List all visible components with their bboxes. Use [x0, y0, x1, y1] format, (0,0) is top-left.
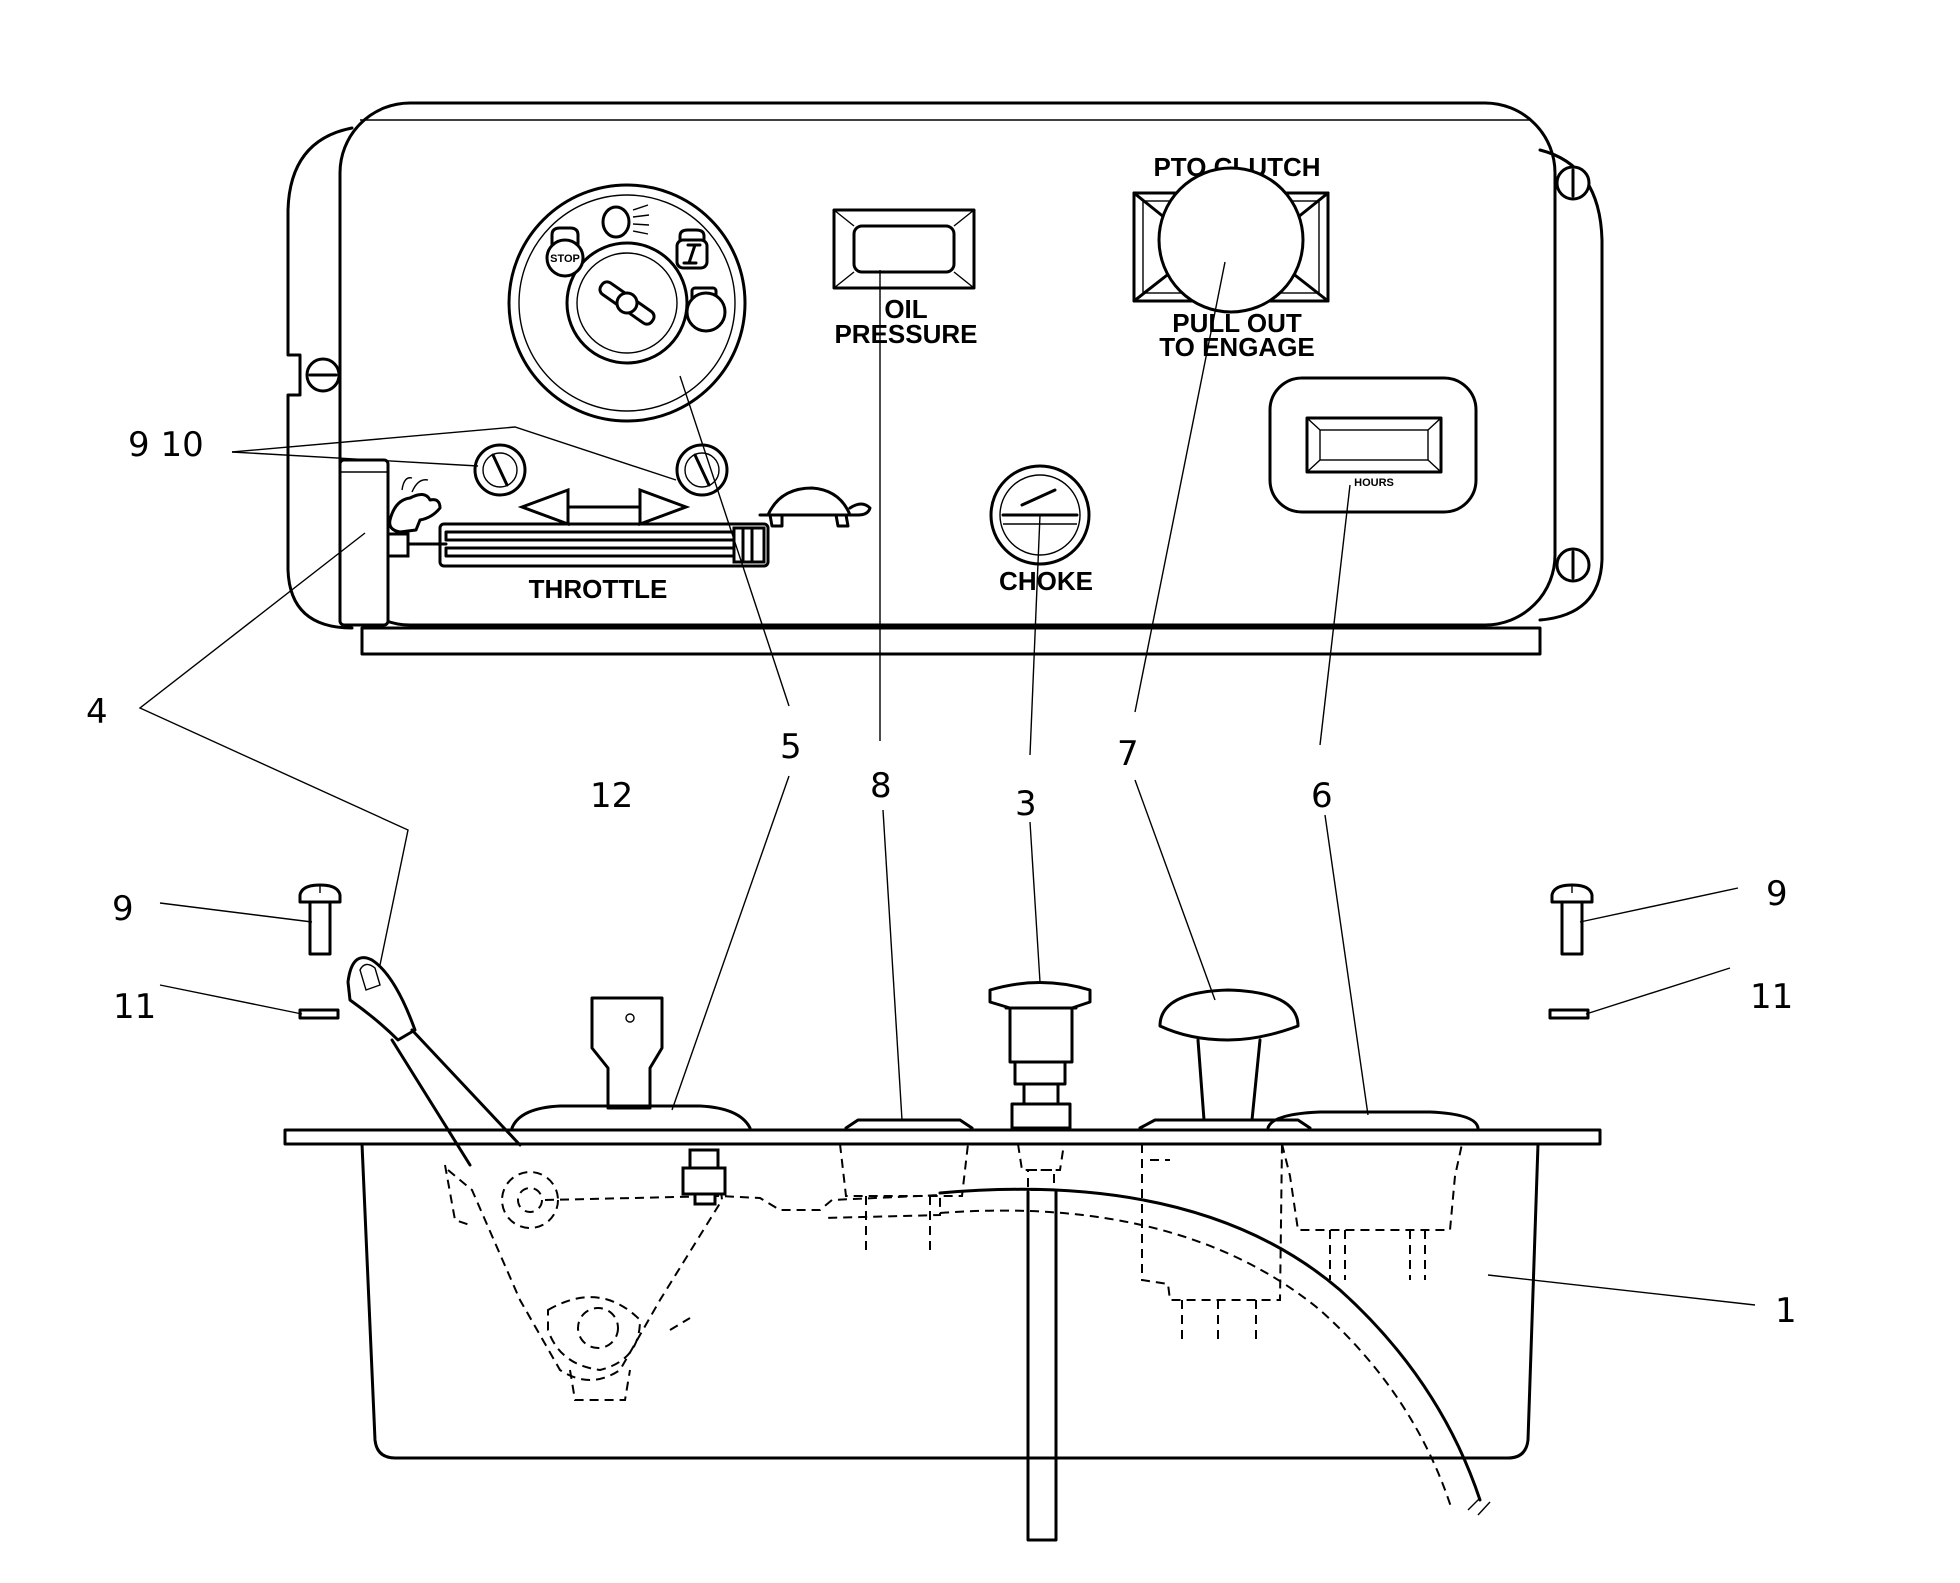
- choke-knob: CHOKE: [989, 464, 1093, 596]
- panel-screw-left: [305, 357, 341, 393]
- callout-5: 5: [780, 727, 802, 767]
- ignition-key: [590, 996, 664, 1110]
- oil-lamp-side: [839, 1118, 974, 1250]
- callout-11-right: 11: [1750, 977, 1793, 1017]
- loose-washer-right: [1548, 1008, 1590, 1020]
- pto-clutch-switch: PTO CLUTCH PULL OUT TO ENGAGE: [1132, 152, 1330, 362]
- oil-pressure-lamp: OIL PRESSURE: [832, 208, 978, 349]
- panel-face: [338, 101, 1557, 627]
- pto-knob-side: [1138, 988, 1312, 1345]
- throttle-direction-arrows: [517, 487, 691, 527]
- callout-1: 1: [1775, 1291, 1797, 1331]
- choke-knob-side: [988, 981, 1092, 1542]
- panel-left-flange: [286, 126, 354, 630]
- callout-9-10: 9 10: [128, 425, 204, 465]
- run-position-icon: [675, 228, 709, 270]
- loose-screw-left: [298, 883, 342, 956]
- ignition-switch-side: [510, 1104, 752, 1206]
- leader-3-bottom: [1029, 821, 1041, 983]
- to-engage-label: TO ENGAGE: [1159, 332, 1315, 362]
- callout-7: 7: [1117, 734, 1139, 774]
- callout-9-right: 9: [1766, 874, 1788, 914]
- hours-label: HOURS: [1354, 477, 1394, 489]
- choke-label: CHOKE: [999, 566, 1093, 596]
- panel-screw-right-top: [1555, 165, 1591, 201]
- leader-3-top: [1029, 514, 1041, 756]
- leader-5-top: [679, 375, 790, 707]
- choke-cable: [938, 1187, 1491, 1516]
- leader-9-10: [231, 426, 677, 481]
- callout-8: 8: [870, 766, 892, 806]
- leader-4: [138, 532, 409, 966]
- ignition-switch: STOP: [507, 183, 747, 423]
- housing-side-view: [283, 1128, 1602, 1460]
- hour-meter: HOURS: [1268, 376, 1478, 514]
- stop-label: STOP: [550, 253, 580, 265]
- face-screw-right: [675, 443, 729, 497]
- tortoise-slow-icon: [758, 486, 872, 528]
- panel-bottom-lip: [360, 626, 1542, 656]
- callout-4: 4: [86, 692, 108, 732]
- leader-1: [1487, 1274, 1756, 1306]
- throttle-label: THROTTLE: [529, 574, 668, 604]
- leader-11-right: [1585, 967, 1731, 1015]
- callout-numbers: 9 10 4 5 8 3 7 6 12 9 9 11 11 1: [86, 425, 1797, 1331]
- leader-5-bottom: [671, 775, 790, 1111]
- face-screw-left: [473, 443, 527, 497]
- loose-screw-right: [1550, 883, 1594, 956]
- mounting-flange: [283, 1128, 1602, 1146]
- stop-position-icon: STOP: [545, 226, 585, 278]
- throttle-mechanism-hidden: [444, 1164, 941, 1401]
- panel-front-view: [286, 101, 1604, 656]
- leader-9-10-left: [231, 451, 479, 467]
- leader-7-top: [1134, 261, 1226, 713]
- leader-6-top: [1319, 484, 1351, 746]
- throttle-lever-knob: [338, 458, 390, 627]
- leader-7-bottom: [1134, 779, 1216, 1001]
- callout-6: 6: [1311, 776, 1333, 816]
- leader-9-left: [159, 902, 313, 923]
- start-position-icon: [685, 286, 727, 333]
- leader-lines: [138, 261, 1756, 1306]
- pressure-label: PRESSURE: [834, 319, 977, 349]
- leader-6-bottom: [1324, 814, 1369, 1116]
- leader-8-bottom: [882, 809, 903, 1121]
- throttle-slider: THROTTLE: [384, 522, 770, 604]
- panel-right-flange: [1538, 148, 1604, 622]
- leader-11-left: [159, 984, 303, 1015]
- callout-3: 3: [1015, 784, 1037, 824]
- throttle-lever-side: [346, 956, 522, 1167]
- loose-washer-left: [298, 1008, 340, 1020]
- callout-11-left: 11: [113, 987, 156, 1027]
- panel-screw-right-bottom: [1555, 547, 1591, 583]
- oil-label: OIL: [884, 294, 927, 324]
- headlight-symbol-icon: [601, 204, 650, 239]
- rabbit-fast-icon: [388, 477, 442, 534]
- callout-9-left: 9: [112, 889, 134, 929]
- callout-12: 12: [590, 776, 633, 816]
- hour-meter-side: [1266, 1110, 1480, 1280]
- pull-out-label: PULL OUT: [1172, 308, 1302, 338]
- housing-body: [360, 1142, 1540, 1460]
- ignition-key-slot: [598, 280, 656, 326]
- leader-9-right: [1579, 887, 1739, 923]
